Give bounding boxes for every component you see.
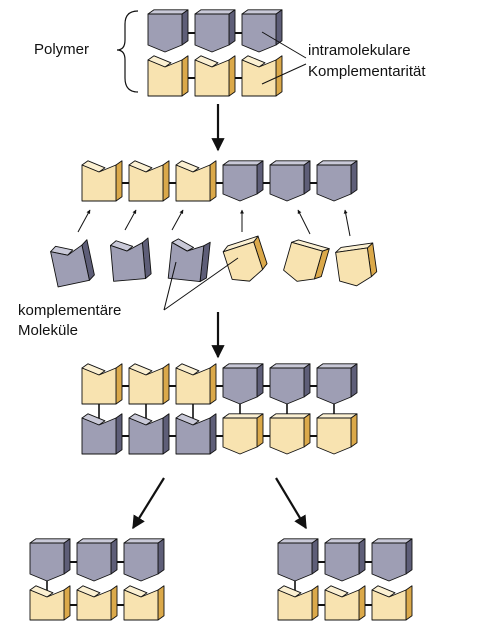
- gray-monomer-block: [110, 237, 152, 282]
- split-arrow-left: [132, 477, 165, 530]
- gray-monomer-block: [277, 538, 319, 582]
- gray-monomer-block: [316, 160, 358, 202]
- beige-monomer-block: [222, 235, 268, 282]
- intramolecular-label-line2: Komplementarität: [308, 63, 426, 80]
- leader-line-top: [261, 31, 307, 59]
- gray-monomer-block: [76, 538, 118, 582]
- beige-monomer-block: [194, 55, 236, 97]
- beige-monomer-block: [175, 160, 217, 202]
- leader-line-bottom: [261, 63, 307, 85]
- gray-monomer-block: [241, 9, 283, 53]
- beige-monomer-block: [81, 160, 123, 202]
- beige-monomer-block: [81, 363, 123, 405]
- beige-monomer-block: [371, 585, 413, 621]
- gray-monomer-block: [81, 413, 123, 455]
- beige-monomer-block: [147, 55, 189, 97]
- beige-monomer-block: [128, 363, 170, 405]
- gray-monomer-block: [269, 363, 311, 405]
- intramolecular-label-line1: intramolekulare: [308, 42, 411, 59]
- complementary-label-line1: komplementäre: [18, 302, 122, 319]
- beige-monomer-block: [175, 363, 217, 405]
- gray-monomer-block: [128, 413, 170, 455]
- beige-monomer-block: [123, 585, 165, 621]
- polymer-brace: [116, 10, 139, 93]
- leader-line-gray: [163, 261, 177, 311]
- binding-arrow-5: [297, 209, 311, 235]
- beige-monomer-block: [316, 413, 358, 455]
- block-layer: [29, 9, 413, 621]
- beige-monomer-block: [277, 585, 319, 621]
- gray-monomer-block: [222, 160, 264, 202]
- gray-monomer-block: [29, 538, 71, 582]
- gray-monomer-block: [147, 9, 189, 53]
- beige-monomer-block: [283, 239, 330, 282]
- leader-line-beige: [163, 257, 239, 311]
- gray-monomer-block: [222, 363, 264, 405]
- beige-monomer-block: [29, 585, 71, 621]
- beige-monomer-block: [222, 413, 264, 455]
- complementary-label-line2: Moleküle: [18, 322, 79, 339]
- beige-monomer-block: [76, 585, 118, 621]
- beige-monomer-block: [128, 160, 170, 202]
- split-arrow-right: [275, 477, 307, 530]
- beige-monomer-block: [269, 413, 311, 455]
- gray-monomer-block: [123, 538, 165, 582]
- gray-monomer-block: [324, 538, 366, 582]
- beige-monomer-block: [324, 585, 366, 621]
- gray-monomer-block: [167, 238, 211, 283]
- gray-monomer-block: [269, 160, 311, 202]
- beige-monomer-block: [335, 242, 378, 287]
- polymer-label: Polymer: [34, 41, 90, 58]
- binding-arrow-3: [171, 209, 184, 231]
- binding-arrow-2: [124, 209, 137, 231]
- gray-monomer-block: [194, 9, 236, 53]
- binding-arrow-6: [343, 209, 351, 237]
- gray-monomer-block: [50, 239, 95, 288]
- gray-monomer-block: [371, 538, 413, 582]
- binding-arrow-1: [77, 209, 91, 233]
- gray-monomer-block: [175, 413, 217, 455]
- gray-monomer-block: [316, 363, 358, 405]
- beige-monomer-block: [241, 55, 283, 97]
